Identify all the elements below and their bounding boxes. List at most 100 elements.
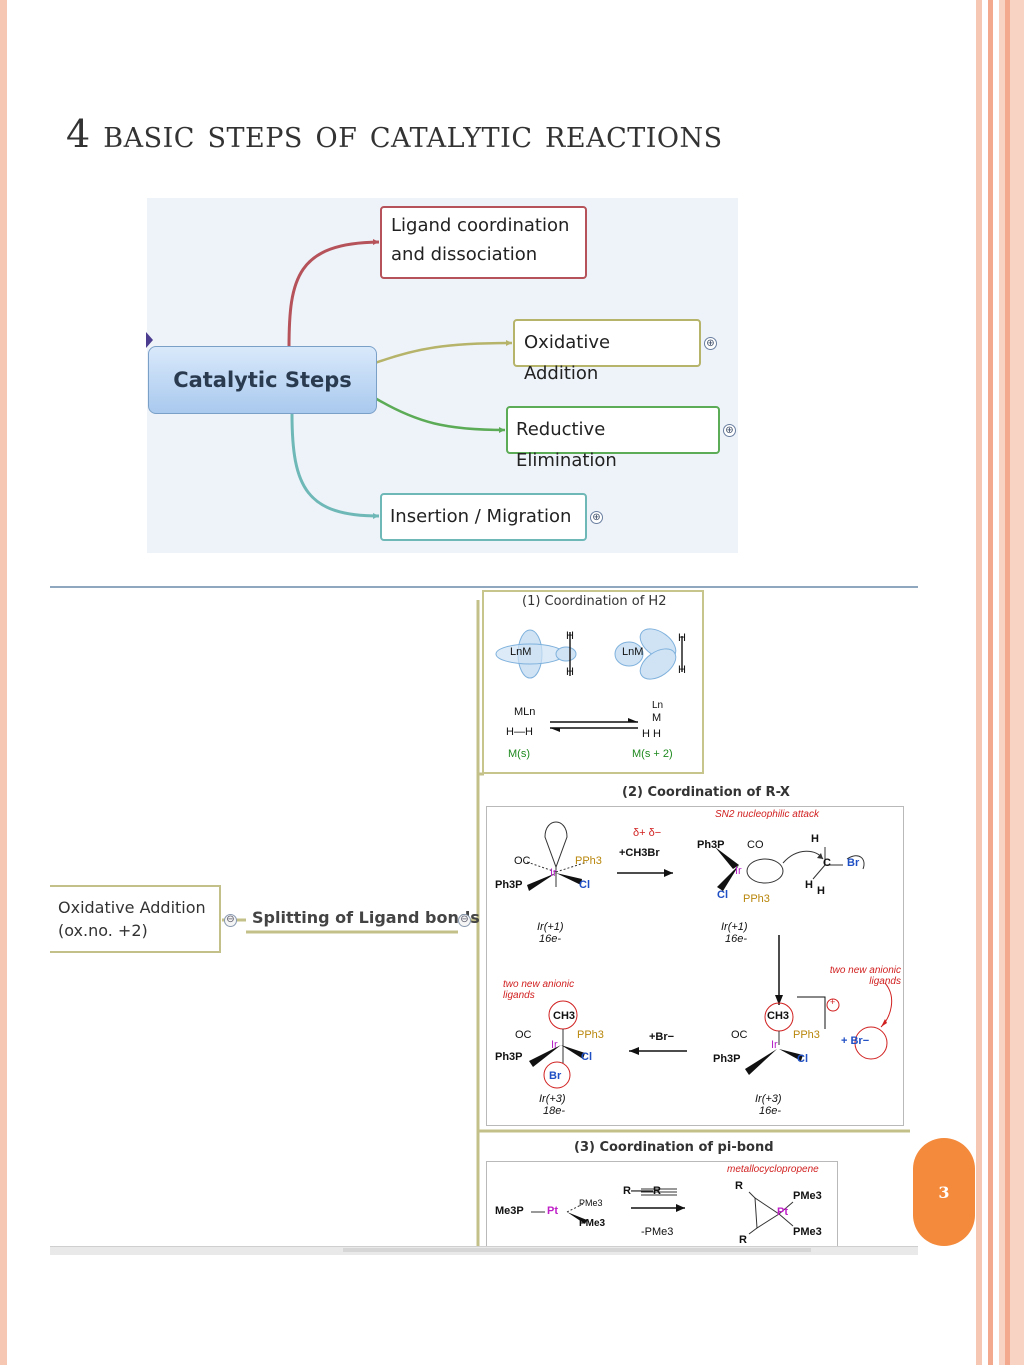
ir-label: Ir [551,1039,558,1051]
ir-label: Ir [550,867,557,879]
ph3p-label: Ph3P [495,879,523,891]
ph3p-label: Ph3P [495,1051,523,1063]
pme3-label: PMe3 [579,1218,606,1229]
r-label: R [739,1234,747,1246]
co-label: CO [747,839,764,851]
sn2-label: SN2 nucleophilic attack [715,809,819,820]
oxidative-addition-root-node[interactable]: Oxidative Addition (ox.no. +2) [50,885,221,953]
charges-label: δ+ δ− [633,827,662,839]
page-number-badge: 3 [913,1138,975,1246]
h-label: H [811,833,819,845]
panel-coordination-rx: SN2 nucleophilic attack [486,806,904,1126]
h-atom: H [566,666,574,678]
label-ms2: M(s + 2) [632,748,673,760]
br-minus-label: + Br− [841,1035,870,1047]
h-label: H [817,885,825,897]
rx-mechanism-drawing [526,821,893,1089]
oc-label: OC [731,1029,748,1041]
left-collapse-marker [146,332,153,348]
br-label: Br [549,1070,562,1082]
me3p-label: Me3P [495,1205,524,1217]
node-ligand-coordination[interactable]: Ligand coordination and dissociation [380,206,587,279]
slide-title: 4 basic steps of catalytic reactions [66,112,723,156]
electron-count: 16e- [539,933,562,945]
reagent-label: +CH3Br [619,847,660,859]
eq-right-mid: M [652,712,662,724]
branch-splitting-ligand-bonds[interactable]: Splitting of Ligand bonds [252,908,480,927]
pt-label: Pt [547,1205,558,1217]
ir-label: Ir [771,1039,778,1051]
central-node-catalytic-steps[interactable]: Catalytic Steps [148,346,377,414]
slide-border-right-stripe [988,0,993,1365]
ph3p-label: Ph3P [697,839,725,851]
collapse-icon[interactable]: ⊖ [458,914,471,927]
slide-border-left [0,0,7,1365]
br-label: Br [847,857,860,869]
r-label: R [735,1180,743,1192]
pme3-label: PMe3 [793,1226,822,1238]
panel-title: (1) Coordination of H2 [522,594,667,609]
collapse-icon[interactable]: ⊖ [224,914,237,927]
h-atom: H [678,632,686,644]
plus-charge: + [830,997,836,1007]
metal-label: LnM [622,646,644,658]
divider-line [50,586,918,588]
panel-coordination-h2: (1) Coordination of H2 LnM H H LnM H H M… [482,590,704,774]
scrollbar-thumb[interactable] [343,1248,811,1252]
ph3p-label: Ph3P [713,1053,741,1065]
h-label: H [805,879,813,891]
ch3-label: CH3 [767,1010,790,1022]
catalytic-steps-mindmap: Catalytic Steps Ligand coordination and … [146,198,738,553]
panel-title: (3) Coordination of pi-bond [574,1140,774,1155]
h-atom: H [566,630,574,642]
pph3-label: PPh3 [743,893,770,905]
node-insertion-migration[interactable]: Insertion / Migration [380,493,587,541]
expand-icon[interactable]: ⊕ [723,424,736,437]
pt-label: Pt [777,1206,788,1218]
c-label: C [823,857,831,869]
annotation-right: two new anionic ligands [829,965,901,987]
slide-border-right-stripe-2 [1005,0,1010,1365]
ch3-label: CH3 [553,1010,576,1022]
slide-border-right-outer [999,0,1024,1365]
electron-count: 18e- [543,1105,566,1117]
node-label-line1: Ligand coordination [391,215,570,236]
cl-label: Cl [579,879,590,891]
pph3-label: PPh3 [577,1029,604,1041]
h-atom: H [678,664,686,676]
electron-count: 16e- [725,933,748,945]
eq-right-top: Ln [652,700,664,711]
pme3-label: PMe3 [793,1190,822,1202]
root-label-line2: (ox.no. +2) [58,921,148,940]
expand-icon[interactable]: ⊕ [590,511,603,524]
br-add-label: +Br− [649,1031,675,1043]
cl-label: Cl [797,1053,808,1065]
eq-right-bottom: H H [642,728,661,740]
label-ms: M(s) [508,748,530,760]
root-label-line1: Oxidative Addition [58,898,206,917]
metal-label: LnM [510,646,532,658]
minus-pme3-label: -PMe3 [641,1226,674,1238]
slide-border-right [976,0,982,1365]
alkyne-label: R——R [623,1185,661,1197]
node-reductive-elimination[interactable]: Reductive Elimination [506,406,720,471]
pi-bond-drawing [531,1188,794,1235]
pph3-label: PPh3 [793,1029,820,1041]
panel-coordination-pi-bond: metallocyclopropene Me3P Pt PMe3 PMe3 R—… [486,1161,838,1247]
node-oxidative-addition[interactable]: Oxidative Addition [513,319,701,384]
pme3-label: PMe3 [579,1198,603,1208]
mindmap-connectors [287,239,513,519]
equilibrium-arrows [550,718,638,732]
expand-icon[interactable]: ⊕ [704,337,717,350]
panel-title: (2) Coordination of R-X [622,785,790,800]
node-label-line2: and dissociation [391,244,538,265]
ir-label: Ir [735,865,742,877]
electron-count: 16e- [759,1105,782,1117]
orbital-diagram [495,628,683,680]
ox-state: Ir(+3) [755,1093,782,1105]
pph3-label: PPh3 [575,855,602,867]
metallocyclopropene-label: metallocyclopropene [727,1164,819,1175]
cl-label: Cl [581,1051,592,1063]
eq-left-bottom: H—H [506,726,533,738]
oc-label: OC [514,855,531,867]
